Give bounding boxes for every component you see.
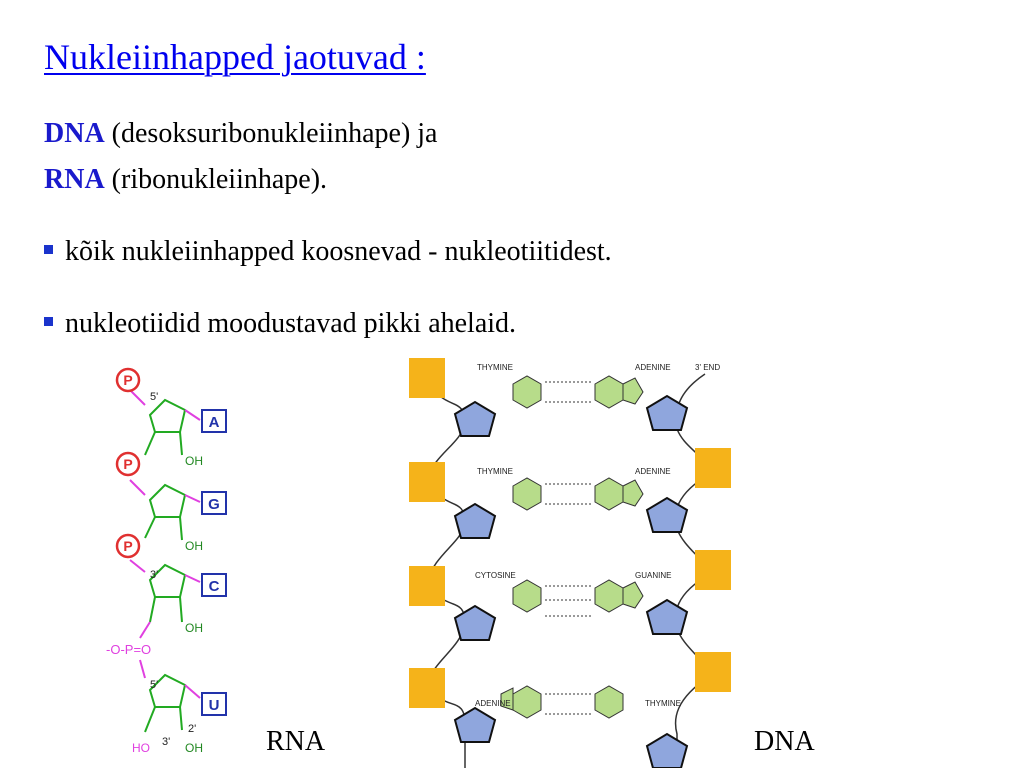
base-name-label: THYMINE [477, 467, 513, 476]
square-bullet-icon [44, 317, 53, 327]
phosphate-label: P [123, 372, 132, 388]
hydroxyl-label: OH [185, 454, 203, 468]
strand-end-label: 3' END [695, 363, 720, 372]
hydroxyl-label: OH [185, 621, 203, 635]
dna-abbreviation: DNA [44, 118, 105, 149]
base-box [201, 409, 227, 433]
phosphate-label: P [123, 538, 132, 554]
base-ring [500, 687, 514, 711]
phosphate-circle [115, 451, 141, 477]
phosphate-group [409, 462, 445, 502]
five-prime-label: 5' [150, 391, 158, 403]
hydroxyl-label: OH [185, 741, 203, 755]
base-label: A [209, 414, 220, 431]
base-label: C [209, 578, 220, 595]
deoxyribose-sugar [645, 598, 689, 635]
base-ring [512, 685, 542, 719]
base-box [201, 491, 227, 515]
base-name-label: GUANINE [635, 571, 671, 580]
base-ring [512, 579, 542, 613]
slide-title: Nukleiinhapped jaotuvad : [44, 37, 426, 77]
dna-structure-diagram: THYMINE ADENINE 3' END THYMINE ADENINE C… [409, 358, 731, 768]
base-ring [512, 375, 542, 409]
base-ring [594, 685, 624, 719]
dna-description: (desoksuribonukleiinhape) ja [104, 118, 438, 149]
deoxyribose-sugar [645, 394, 689, 431]
base-ring [594, 579, 624, 613]
base-name-label: ADENINE [635, 467, 671, 476]
bullet-text: nukleotiidid moodustavad pikki ahelaid. [65, 308, 517, 339]
three-prime-label: 3' [150, 569, 158, 581]
rna-structure-diagram: P P P 5' 3' 5' 3' 2' OH OH OH OH HO -O-P… [106, 367, 227, 755]
phosphate-group [695, 652, 731, 692]
phosphate-group [695, 448, 731, 488]
phosphate-group [409, 358, 445, 398]
deoxyribose-sugar [453, 604, 497, 641]
rna-abbreviation: RNA [44, 164, 105, 195]
two-prime-label: 2' [188, 723, 196, 735]
base-box [201, 692, 227, 716]
three-prime-end-label: 3' [162, 736, 170, 748]
base-name-label: THYMINE [645, 699, 681, 708]
base-label: G [208, 496, 220, 513]
bullet-item: kõik nukleiinhapped koosnevad - nukleoti… [44, 236, 612, 268]
base-name-label: CYTOSINE [475, 571, 516, 580]
rna-definition: RNA (ribonukleiinhape). [44, 164, 327, 196]
base-name-label: ADENINE [475, 699, 511, 708]
phosphate-label: P [123, 456, 132, 472]
bullet-item: nukleotiidid moodustavad pikki ahelaid. [44, 308, 516, 340]
phosphodiester-link-label: -O-P=O [106, 642, 151, 657]
phosphate-group [409, 668, 445, 708]
bullet-text: kõik nukleiinhapped koosnevad - nukleoti… [65, 236, 612, 267]
base-name-label: THYMINE [477, 363, 513, 372]
dna-caption: DNA [754, 726, 815, 757]
rna-description: (ribonukleiinhape). [104, 164, 328, 195]
deoxyribose-sugar [453, 706, 497, 743]
phosphate-group [695, 550, 731, 590]
base-ring [594, 375, 624, 409]
dna-definition: DNA (desoksuribonukleiinhape) ja [44, 118, 437, 150]
deoxyribose-sugar [453, 502, 497, 539]
phosphate-circle [115, 533, 141, 559]
five-prime-label: 5' [150, 679, 158, 691]
base-ring [622, 377, 644, 405]
base-name-label: ADENINE [635, 363, 671, 372]
phosphate-circle [115, 367, 141, 393]
square-bullet-icon [44, 245, 53, 255]
base-ring [512, 477, 542, 511]
rna-caption: RNA [266, 726, 326, 757]
base-box [201, 573, 227, 597]
hydroxyl-label: OH [185, 539, 203, 553]
hydroxyl-label: HO [132, 741, 150, 755]
deoxyribose-sugar [645, 496, 689, 533]
deoxyribose-sugar [645, 732, 689, 768]
base-label: U [209, 697, 220, 714]
base-ring [594, 477, 624, 511]
base-ring [622, 581, 644, 609]
base-ring [622, 479, 644, 507]
phosphate-group [409, 566, 445, 606]
deoxyribose-sugar [453, 400, 497, 437]
